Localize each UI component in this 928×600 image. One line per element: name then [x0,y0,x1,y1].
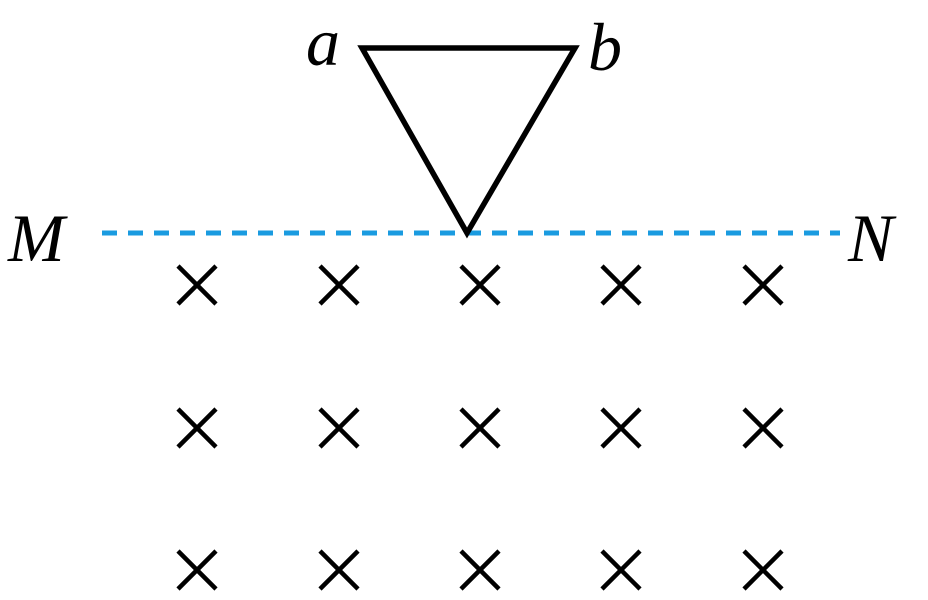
boundary-label-m: M [7,200,68,276]
vertex-label-b: b [588,9,622,85]
vertex-label-a: a [306,4,340,80]
field-cross-icon [318,407,360,449]
field-cross-icon [459,549,501,591]
field-cross-icon [459,264,501,306]
field-cross-icon [742,264,784,306]
triangle-wire-loop [357,45,580,239]
magnetic-field-region [176,264,784,591]
field-cross-icon [176,264,218,306]
field-cross-icon [176,549,218,591]
field-cross-icon [742,549,784,591]
field-cross-icon [600,264,642,306]
field-cross-icon [600,549,642,591]
field-cross-icon [600,407,642,449]
field-cross-icon [459,407,501,449]
field-cross-icon [742,407,784,449]
field-cross-icon [318,264,360,306]
boundary-label-n: N [847,200,897,276]
field-cross-icon [318,549,360,591]
field-cross-icon [176,407,218,449]
